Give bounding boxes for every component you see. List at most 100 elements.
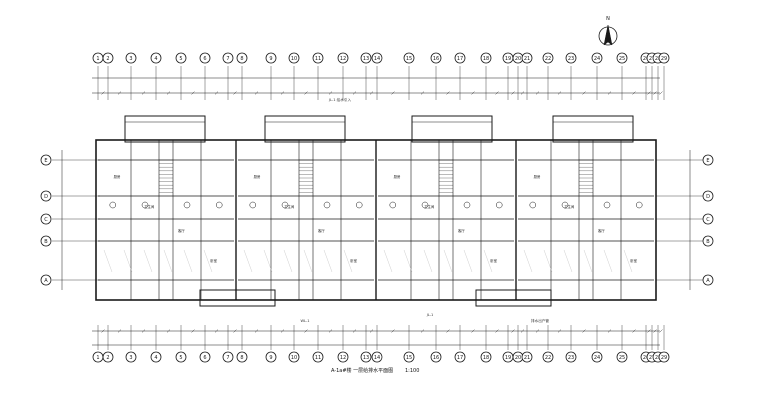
top-bay <box>411 115 493 143</box>
room-label: 卧室 <box>490 258 497 263</box>
column-axis-bubble: 15 <box>403 52 415 64</box>
room-label: 厨房 <box>394 174 401 179</box>
column-axis-label: 5 <box>179 355 182 361</box>
room-label: 卫生间 <box>564 204 575 209</box>
column-axis-bubble: 10 <box>288 351 300 363</box>
column-axis-label: 20 <box>515 355 521 361</box>
room-label: 卧室 <box>210 258 217 263</box>
column-axis-label: 16 <box>433 355 439 361</box>
room-label: 厨房 <box>114 174 121 179</box>
column-axis-bubble: 8 <box>236 351 248 363</box>
row-axis-bubble: D <box>40 190 52 202</box>
column-axis-label: 13 <box>363 355 369 361</box>
column-axis-label: 13 <box>363 56 369 62</box>
column-axis-label: 8 <box>240 56 243 62</box>
dimension-lines <box>52 66 704 350</box>
column-axis-label: 22 <box>545 56 551 62</box>
column-axis-label: 16 <box>433 56 439 62</box>
column-axis-bubble: 22 <box>542 351 554 363</box>
column-axis-label: 23 <box>568 56 574 62</box>
column-axis-bubble: 21 <box>521 351 533 363</box>
column-axis-bubble: 16 <box>430 351 442 363</box>
column-axis-bubble: 17 <box>454 351 466 363</box>
column-axis-bubble: 3 <box>125 351 137 363</box>
column-axis-bubble: 6 <box>199 351 211 363</box>
column-axis-bubble: 7 <box>222 351 234 363</box>
column-axis-bubble: 13 <box>360 351 372 363</box>
row-axis-bubble: B <box>702 235 714 247</box>
column-axis-bubble: 23 <box>565 351 577 363</box>
column-axis-label: 26 <box>643 56 649 62</box>
column-axis-label: 12 <box>340 355 346 361</box>
column-axis-label: 9 <box>269 355 272 361</box>
column-axis-label: 22 <box>545 355 551 361</box>
column-axis-bubble: 5 <box>175 52 187 64</box>
column-axis-label: 14 <box>374 355 380 361</box>
column-axis-bubble: 5 <box>175 351 187 363</box>
row-axis-bubble: E <box>40 154 52 166</box>
top-note: JL-1 给水引入 <box>328 97 352 102</box>
row-axis-label: B <box>706 239 710 245</box>
column-axis-label: 19 <box>505 355 511 361</box>
north-arrow-icon: N <box>598 16 618 46</box>
column-axis-bubble: 1 <box>92 351 104 363</box>
column-axis-bubble: 24 <box>591 52 603 64</box>
row-axis-label: E <box>706 158 709 164</box>
room-label: 客厅 <box>178 228 185 233</box>
row-axis-bubble: A <box>40 274 52 286</box>
column-axis-label: 29 <box>661 56 667 62</box>
column-axis-label: 3 <box>129 56 132 62</box>
room-label: 卫生间 <box>144 204 155 209</box>
column-axis-label: 6 <box>203 56 206 62</box>
row-axis-label: B <box>44 239 48 245</box>
column-axis-label: 21 <box>524 355 530 361</box>
bottom-bay <box>475 289 552 307</box>
column-axis-label: 28 <box>655 56 661 62</box>
room-label: 厨房 <box>534 174 541 179</box>
row-axis-label: C <box>44 217 48 223</box>
column-axis-bubble: 2 <box>102 52 114 64</box>
column-axis-label: 29 <box>661 355 667 361</box>
column-axis-label: 8 <box>240 355 243 361</box>
column-axis-label: 5 <box>179 56 182 62</box>
column-axis-label: 12 <box>340 56 346 62</box>
column-axis-bubble: 23 <box>565 52 577 64</box>
column-axis-label: 24 <box>594 56 600 62</box>
row-axis-label: E <box>44 158 47 164</box>
column-axis-label: 24 <box>594 355 600 361</box>
top-bay <box>264 115 346 143</box>
column-axis-label: 15 <box>406 355 412 361</box>
column-axis-bubble: 11 <box>312 52 324 64</box>
row-axis-bubble: C <box>702 213 714 225</box>
row-axis-bubble: D <box>702 190 714 202</box>
column-axis-label: 9 <box>269 56 272 62</box>
bottom-note: JL-1 <box>426 313 434 317</box>
column-axis-label: 26 <box>643 355 649 361</box>
room-label: 客厅 <box>458 228 465 233</box>
bottom-note: 排水出户管 <box>531 318 549 323</box>
column-axis-label: 15 <box>406 56 412 62</box>
column-axis-label: 20 <box>515 56 521 62</box>
room-label: 客厅 <box>598 228 605 233</box>
bottom-bay <box>199 289 276 307</box>
left-row-axis-bubbles: E D C B A <box>40 154 52 286</box>
column-axis-label: 28 <box>655 355 661 361</box>
column-axis-bubble: 20 <box>512 52 524 64</box>
column-axis-bubble: 29 <box>658 52 670 64</box>
column-axis-bubble: 24 <box>591 351 603 363</box>
top-bay <box>552 115 634 143</box>
column-axis-label: 14 <box>374 56 380 62</box>
top-bay <box>124 115 206 143</box>
column-axis-bubble: 16 <box>430 52 442 64</box>
column-axis-label: 7 <box>226 56 229 62</box>
column-axis-label: 1 <box>96 355 99 361</box>
column-axis-label: 17 <box>457 56 463 62</box>
column-axis-bubble: 19 <box>502 52 514 64</box>
column-axis-bubble: 17 <box>454 52 466 64</box>
